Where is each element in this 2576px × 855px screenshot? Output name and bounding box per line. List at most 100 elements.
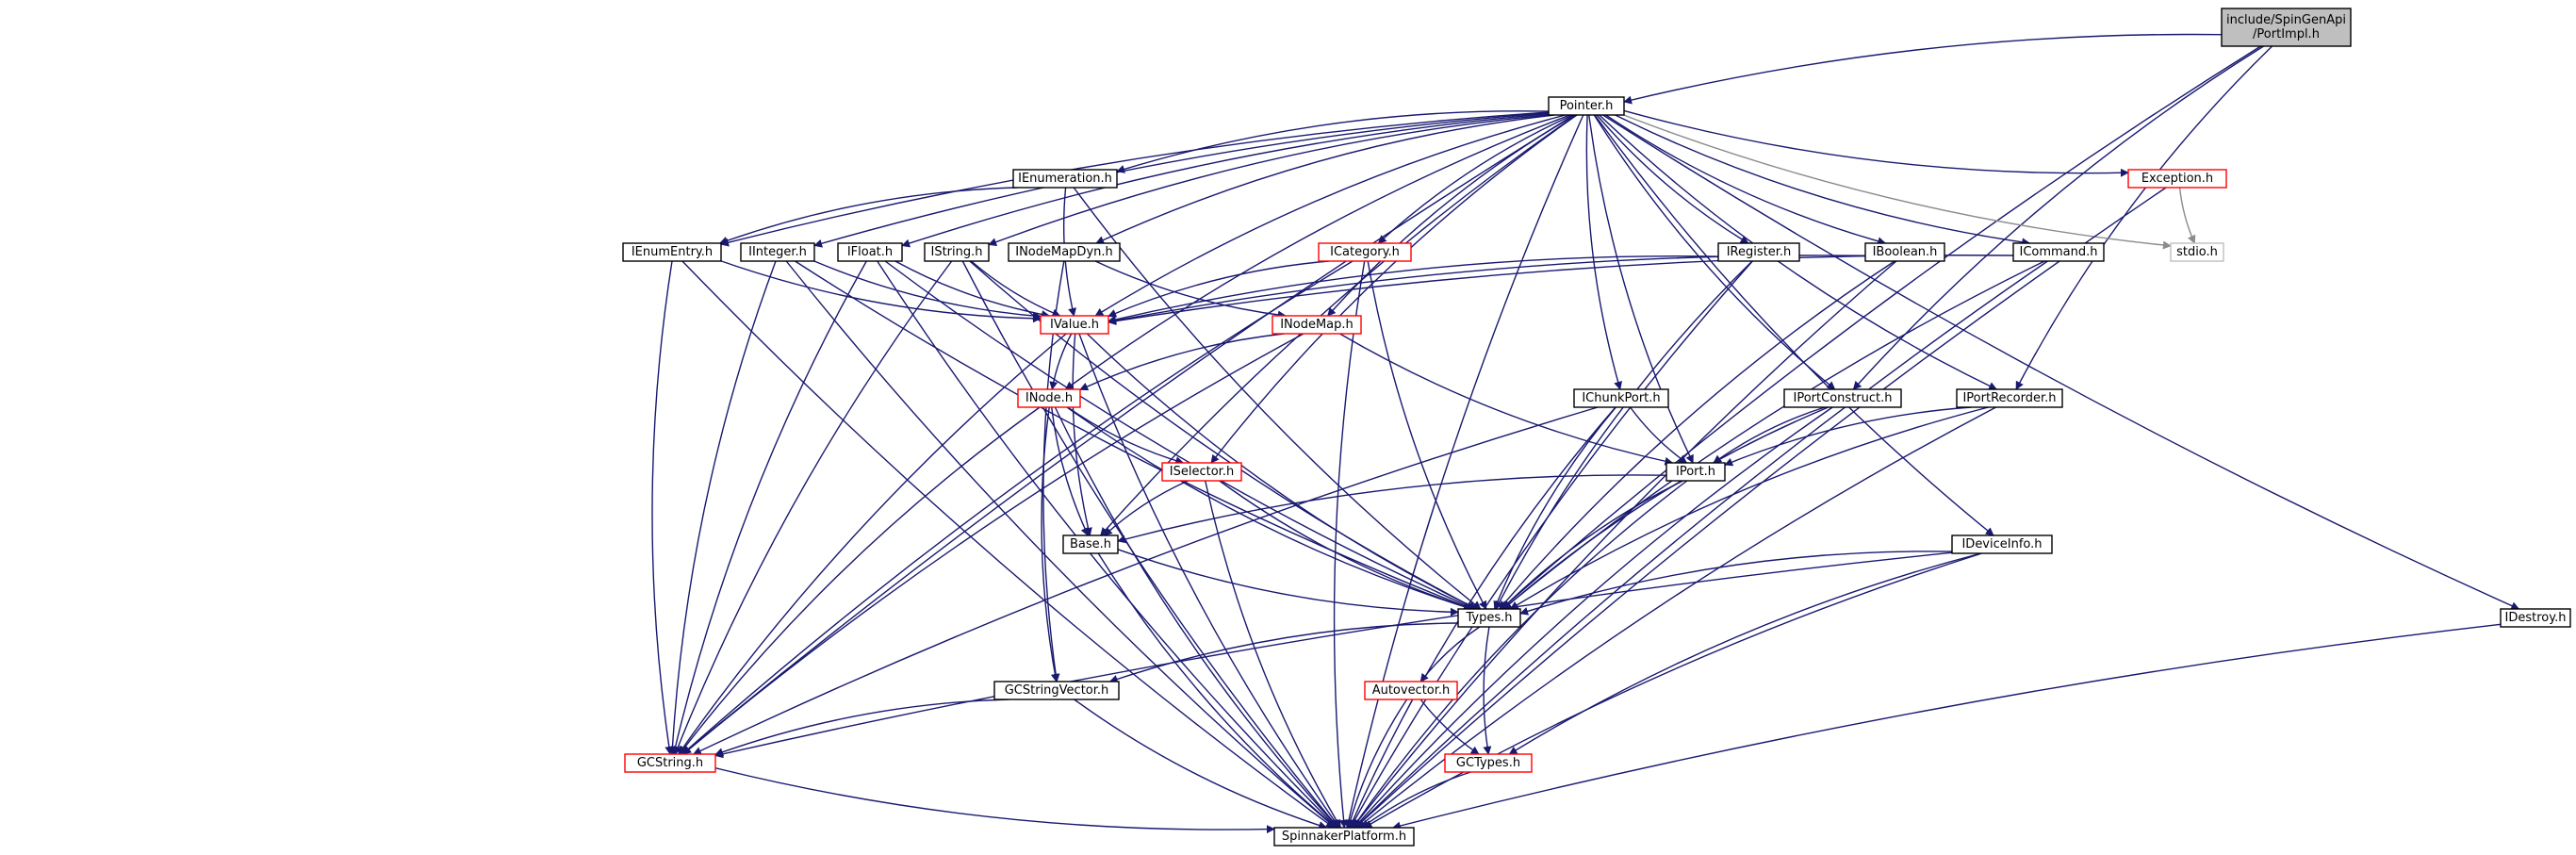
node-icategory[interactable]: ICategory.h — [1318, 242, 1412, 262]
edge-iportrecorder-to-spinnakerplatform — [1356, 406, 1996, 829]
node-label-iboolean: IBoolean.h — [1873, 245, 1938, 259]
node-iregister[interactable]: IRegister.h — [1717, 242, 1800, 262]
edge-iport-to-types — [1501, 480, 1683, 610]
node-stdio[interactable]: stdio.h — [2170, 242, 2224, 262]
edge-iregister-to-types — [1495, 260, 1753, 610]
node-box-inodemapdyn — [1008, 242, 1121, 262]
node-gcstringvector[interactable]: GCStringVector.h — [993, 681, 1120, 700]
edge-ivalue-to-gcstring — [678, 333, 1067, 755]
edge-pointer-to-icategory — [1377, 114, 1573, 244]
edge-iportconstruct-to-spinnakerplatform — [1354, 406, 1833, 829]
node-root[interactable]: include/SpinGenApi/PortImpl.h — [2221, 8, 2352, 47]
node-ivalue[interactable]: IValue.h — [1040, 315, 1109, 335]
node-gcstring[interactable]: GCString.h — [624, 753, 716, 773]
node-ideviceinfo[interactable]: IDeviceInfo.h — [1951, 534, 2053, 554]
edge-pointer-to-inodemap — [1327, 114, 1576, 317]
node-box-ichunkport — [1573, 388, 1669, 408]
edge-iportrecorder-to-iport — [1724, 406, 1972, 467]
edge-pointer-to-spinnakerplatform — [1344, 114, 1584, 829]
edge-inode-to-spinnakerplatform — [1054, 406, 1339, 829]
edge-types-to-gcstringvector — [1108, 622, 1459, 683]
edge-pointer-to-idestroy — [1602, 114, 2520, 610]
edge-ifloat-to-spinnakerplatform — [877, 260, 1337, 829]
node-label-inode: INode.h — [1025, 391, 1073, 405]
node-ienumentry[interactable]: IEnumEntry.h — [622, 242, 722, 262]
node-gctypes[interactable]: GCTypes.h — [1444, 753, 1533, 773]
edge-iinteger-to-ivalue — [813, 260, 1042, 321]
edge-ienumeration-to-ienumentry — [718, 187, 1018, 245]
node-iselector[interactable]: ISelector.h — [1161, 462, 1242, 482]
node-inode[interactable]: INode.h — [1017, 388, 1081, 408]
node-iboolean[interactable]: IBoolean.h — [1864, 242, 1945, 262]
node-box-iregister — [1717, 242, 1800, 262]
node-istring[interactable]: IString.h — [924, 242, 990, 262]
node-label-autovector: Autovector.h — [1372, 683, 1451, 698]
node-label-gctypes: GCTypes.h — [1456, 756, 1520, 770]
node-label-ideviceinfo: IDeviceInfo.h — [1961, 537, 2042, 551]
node-label-icommand: ICommand.h — [2019, 245, 2097, 259]
node-label-inodemap: INodeMap.h — [1280, 318, 1354, 332]
node-iinteger[interactable]: IInteger.h — [740, 242, 815, 262]
edge-iportconstruct-to-types — [1502, 406, 1829, 610]
node-inodemap[interactable]: INodeMap.h — [1272, 315, 1362, 335]
node-box-stdio — [2170, 242, 2224, 262]
node-label-spinnakerplatform: SpinnakerPlatform.h — [1282, 830, 1406, 844]
node-label-types: Types.h — [1465, 611, 1512, 625]
node-base[interactable]: Base.h — [1062, 534, 1119, 554]
edge-inodemapdyn-to-inodemap — [1094, 260, 1287, 320]
node-exception[interactable]: Exception.h — [2127, 169, 2227, 189]
edge-ienumentry-to-spinnakerplatform — [681, 260, 1335, 829]
node-ifloat[interactable]: IFloat.h — [837, 242, 903, 262]
node-icommand[interactable]: ICommand.h — [2012, 242, 2105, 262]
node-box-ienumentry — [622, 242, 722, 262]
node-label-idestroy: IDestroy.h — [2505, 611, 2567, 625]
edge-base-to-spinnakerplatform — [1097, 552, 1337, 829]
edge-ichunkport-to-types — [1493, 406, 1616, 610]
edge-root-to-iportrecorder — [2015, 45, 2273, 390]
edge-pointer-to-inodemapdyn — [1095, 114, 1555, 244]
edge-pointer-to-ienumentry — [720, 111, 1550, 247]
node-iport[interactable]: IPort.h — [1665, 462, 1726, 482]
edge-pointer-to-ivalue — [1094, 114, 1566, 317]
node-inodemapdyn[interactable]: INodeMapDyn.h — [1008, 242, 1121, 262]
edge-types-to-gctypes — [1483, 626, 1492, 755]
edge-ifloat-to-ivalue — [894, 260, 1051, 319]
node-label-ichunkport: IChunkPort.h — [1582, 391, 1660, 405]
node-label-istring: IString.h — [930, 245, 982, 259]
node-pointer[interactable]: Pointer.h — [1548, 96, 1625, 116]
node-label-stdio: stdio.h — [2176, 245, 2218, 259]
edge-iboolean-to-ivalue — [1108, 255, 1866, 325]
node-label-ienumentry: IEnumEntry.h — [632, 245, 713, 259]
node-box-ideviceinfo — [1951, 534, 2053, 554]
node-label-iregister: IRegister.h — [1727, 245, 1792, 259]
node-box-spinnakerplatform — [1273, 827, 1415, 847]
edge-idestroy-to-spinnakerplatform — [1391, 623, 2502, 830]
edge-ideviceinfo-to-gcstring — [714, 551, 1953, 759]
node-box-iportconstruct — [1783, 388, 1902, 408]
edge-iregister-to-ivalue — [1108, 255, 1719, 324]
edge-ivalue-to-spinnakerplatform — [1078, 333, 1340, 829]
node-ienumeration[interactable]: IEnumeration.h — [1012, 169, 1118, 189]
node-types[interactable]: Types.h — [1457, 608, 1521, 628]
edge-pointer-to-ideviceinfo — [1594, 114, 1994, 536]
node-spinnakerplatform[interactable]: SpinnakerPlatform.h — [1273, 827, 1415, 847]
edge-iselector-to-spinnakerplatform — [1205, 480, 1341, 829]
node-box-inode — [1017, 388, 1081, 408]
edge-istring-to-types — [969, 260, 1477, 610]
node-box-ivalue — [1040, 315, 1109, 335]
node-iportconstruct[interactable]: IPortConstruct.h — [1783, 388, 1902, 408]
node-box-icommand — [2012, 242, 2105, 262]
node-idestroy[interactable]: IDestroy.h — [2500, 608, 2571, 628]
edge-pointer-to-ienumeration — [1116, 110, 1550, 173]
node-ichunkport[interactable]: IChunkPort.h — [1573, 388, 1669, 408]
node-box-ifloat — [837, 242, 903, 262]
node-autovector[interactable]: Autovector.h — [1364, 681, 1458, 700]
edge-iregister-to-spinnakerplatform — [1350, 260, 1753, 829]
node-box-istring — [924, 242, 990, 262]
edge-autovector-to-gctypes — [1419, 699, 1480, 755]
edge-pointer-to-ichunkport — [1585, 114, 1623, 390]
node-label-iinteger: IInteger.h — [748, 245, 807, 259]
edge-inode-to-gcstringvector — [1041, 406, 1059, 682]
node-iportrecorder[interactable]: IPortRecorder.h — [1956, 388, 2063, 408]
